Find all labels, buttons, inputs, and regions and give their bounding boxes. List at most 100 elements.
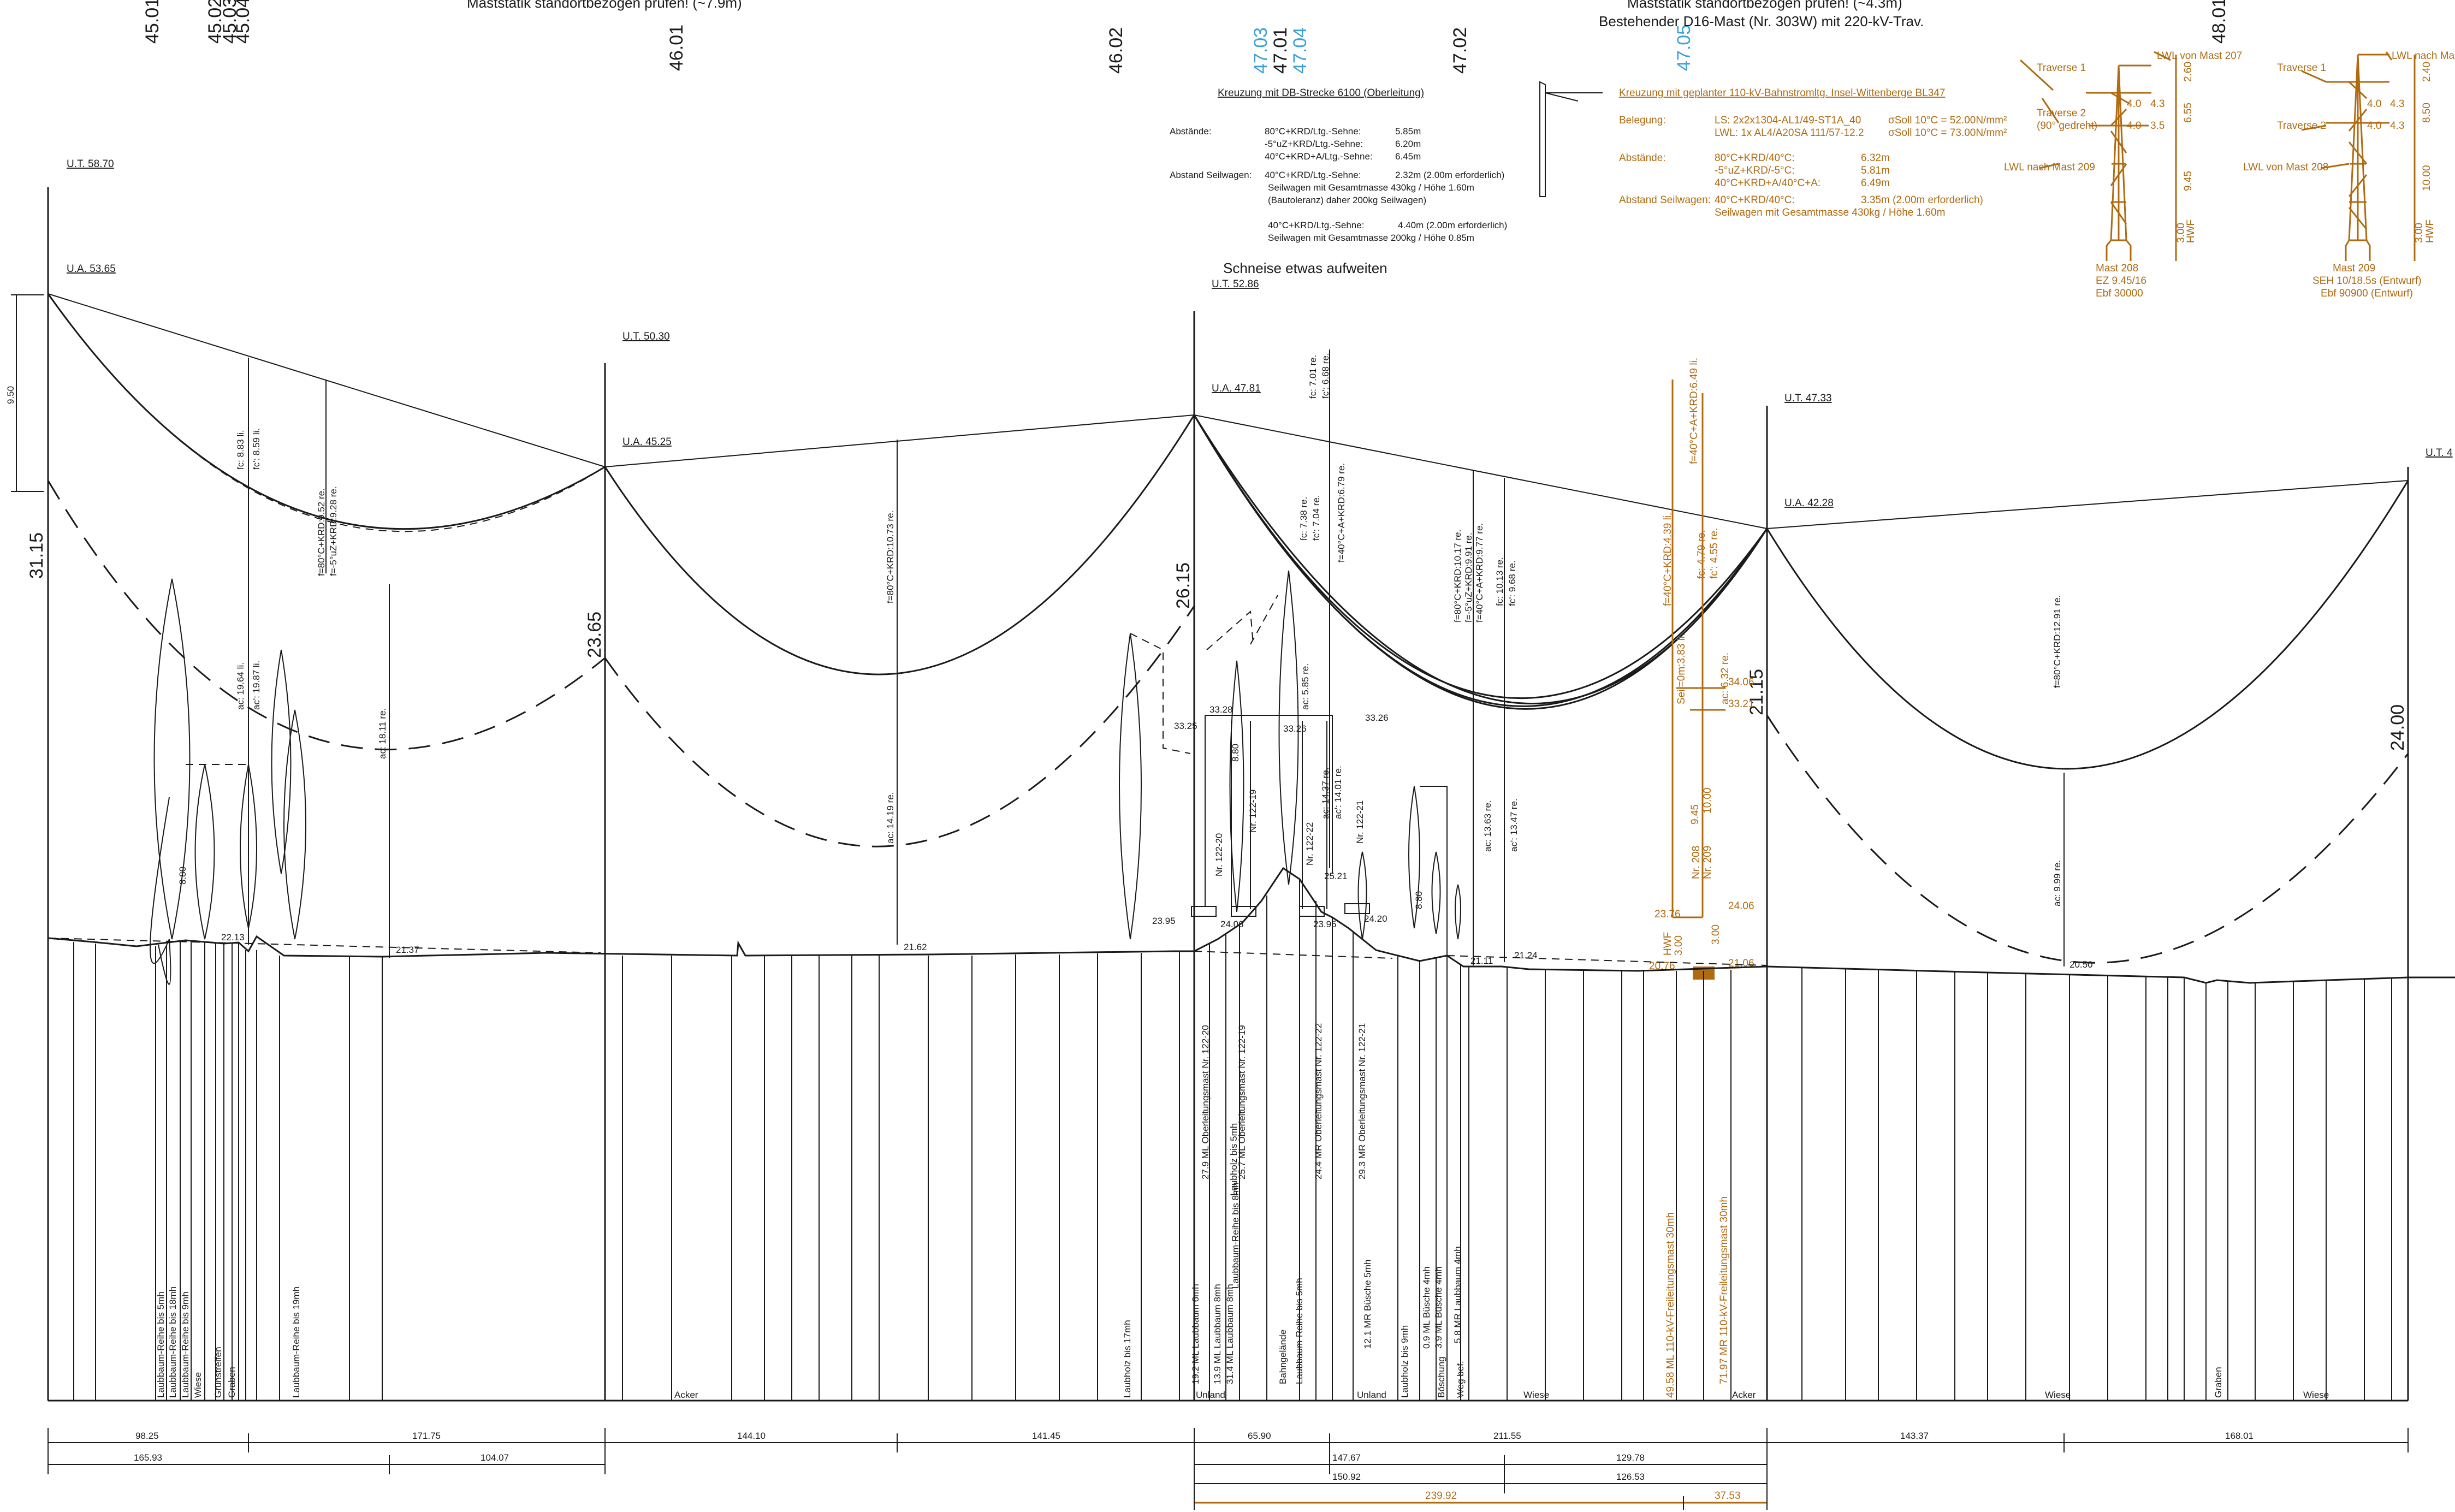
- station-label: 46.02: [1106, 27, 1126, 74]
- ground-object: Böschung: [1436, 1356, 1446, 1398]
- dim-value: 171.75: [412, 1431, 441, 1441]
- span-annotations: f=80°C+KRD:9.52 re. f=-5°uZ+KRD:9.28 re.…: [235, 353, 2062, 906]
- station-label: 47.02: [1450, 27, 1470, 74]
- ground-object: Wiese: [193, 1372, 203, 1398]
- mast-208-crossarms: [2086, 64, 2151, 127]
- station-label: 46.01: [666, 25, 687, 71]
- station-label: 45.02: [205, 0, 226, 44]
- tree: [283, 709, 306, 940]
- kv-dim: 9.45: [1689, 804, 1701, 825]
- db-seil-line: 40°C+KRD/Ltg.-Sehne:: [1268, 220, 1364, 230]
- mast-208-traverse-2-note: (90° gedreht): [2037, 120, 2097, 132]
- ground-object: Bahngelände: [1278, 1330, 1288, 1384]
- ground-object: Laubbaum-Reihe bis 19mh: [291, 1286, 301, 1398]
- dim-value: 126.53: [1616, 1472, 1645, 1482]
- tree: [194, 764, 215, 940]
- ground-object: 12.1 MR Büsche 5mh: [1362, 1260, 1373, 1349]
- kv-mast-line: [1671, 380, 1704, 918]
- conductor-curve: [604, 414, 1195, 675]
- mast-209-height: 10.00: [2421, 165, 2433, 191]
- ground-object: Laubholz bis 5mh: [1229, 1123, 1239, 1196]
- span-annotation: fc': 4.55 re.: [1709, 528, 1720, 579]
- note-existing-mast: Bestehender D16-Mast (Nr. 303W) mit 220-…: [1599, 13, 1924, 29]
- ground-object: Weg bef.: [1455, 1361, 1466, 1398]
- ground-object: Acker: [1732, 1390, 1756, 1400]
- dim-value: 37.53: [1715, 1490, 1741, 1502]
- dim-value: 129.78: [1616, 1452, 1645, 1463]
- mast-209-traverse-1: Traverse 1: [2277, 62, 2326, 74]
- ground-object: 19.2 ML Laubbaum 6mh: [1190, 1284, 1201, 1384]
- kv-dim: 34.06: [1728, 677, 1754, 688]
- mast-208-dim: 4.0: [2127, 98, 2141, 110]
- span-annotation: ac: 6.32 re.: [1719, 653, 1731, 704]
- note-statik-left: Maststatik standortbezogen prüfen! (~7.9…: [467, 0, 742, 11]
- pole-number: Nr. 122-20: [1214, 833, 1224, 876]
- kv-abst-value: 6.32m: [1861, 152, 1890, 164]
- mast-height-label: 26.15: [1173, 562, 1194, 609]
- mast-209-dim: 4.3: [2390, 98, 2404, 110]
- tree-frame: [1420, 786, 1448, 967]
- object-lines: [48, 879, 2408, 1402]
- span-annotation: f=80°C+KRD:12.91 re.: [2052, 595, 2062, 688]
- station-label: 48.01: [2209, 0, 2229, 44]
- span-annotation: ac: 5.85 re.: [1300, 663, 1310, 710]
- mast-height-label: 21.15: [1746, 669, 1767, 715]
- tree: [1431, 851, 1441, 934]
- span-annotation: ac: 18.11 re.: [377, 708, 388, 759]
- ground-object: Laubholz bis 9mh: [1400, 1325, 1410, 1398]
- crossing-height: 33.26: [1365, 713, 1389, 723]
- mast-209-dim: 4.0: [2367, 120, 2381, 132]
- conductor-sags: [47, 293, 2409, 770]
- kv-dim: Nr. 209: [1702, 846, 1713, 879]
- db-seil-value: 2.32m (2.00m erforderlich): [1395, 170, 1504, 180]
- chord-line: [604, 414, 1195, 467]
- span-annotation: f=-5°uZ+KRD:9.91 re.: [1463, 532, 1474, 622]
- ground-object: Wiese: [2303, 1390, 2329, 1400]
- measure-lines: [248, 349, 2065, 967]
- kv-crossing-note: Kreuzung mit geplanter 110-kV-Bahnstroml…: [1619, 87, 2007, 218]
- span-annotation: f=80°C+KRD:10.73 re.: [885, 511, 896, 603]
- mast-ua-label: U.A. 45.25: [622, 436, 672, 448]
- kv-belegung-line: LS: 2x2x1304-AL1/49-ST1A_40: [1715, 115, 1861, 126]
- tree-outline: [186, 595, 1278, 786]
- span-annotation: ac: 13.63 re.: [1483, 800, 1493, 852]
- mast-208-height: 6.55: [2183, 103, 2194, 123]
- ground-object: Laubbaum-Reihe bis 18mh: [168, 1286, 178, 1398]
- mast-209-crossarms: [2326, 54, 2389, 124]
- ground-height: 21.37: [396, 945, 419, 955]
- kv-mast-arm: [1676, 687, 1725, 711]
- tree: [150, 797, 171, 985]
- span-annotation: Seil=0m:3.83 li.: [1676, 633, 1687, 704]
- station-label: 45.01: [142, 0, 163, 44]
- kv-crossing-title: Kreuzung mit geplanter 110-kV-Bahnstroml…: [1619, 87, 1945, 99]
- span-annotation: fc: 7.01 re.: [1308, 355, 1318, 399]
- mast-208-hwf: HWF: [2185, 220, 2197, 243]
- kv-dim: 3.00: [1710, 924, 1722, 945]
- mast-dimension: 9.50: [5, 386, 16, 404]
- ground-object: Laubbaum-Reihe bis 5mh: [156, 1291, 166, 1398]
- rail-track: [1231, 906, 1256, 917]
- ground-object: 3.9 ML Büsche 4mh: [1433, 1266, 1444, 1349]
- db-crossing-title: Kreuzung mit DB-Strecke 6100 (Oberleitun…: [1218, 87, 1424, 99]
- mast-208-name: Mast 208: [2096, 263, 2138, 274]
- mast-208-dim: 3.5: [2150, 120, 2165, 132]
- mast-208-foot: [2106, 240, 2132, 261]
- mast-ua-label: U.A. 47.81: [1212, 383, 1261, 394]
- ground-object: Graben: [227, 1367, 237, 1398]
- mast-208-detail: Traverse 1 Traverse 2 (90° gedreht) LWL …: [2004, 50, 2242, 299]
- span-annotation: fc': 9.68 re.: [1507, 560, 1517, 606]
- mast-height-label: 31.15: [26, 532, 47, 579]
- station-label: 45.03: [220, 0, 240, 44]
- trees: 8.80 8.80 8.80: [150, 570, 1461, 985]
- crossing-height: 33.25: [1174, 721, 1197, 731]
- span-annotation: ac': 13.47 re.: [1509, 798, 1519, 852]
- station-label: 45.04: [233, 0, 253, 44]
- tree: [1408, 786, 1420, 929]
- ground-object: Unland: [1196, 1390, 1225, 1400]
- dimension-rows: 98.25 171.75 144.10 141.45 65.90 211.55 …: [48, 1428, 2409, 1510]
- dim-ticks: [48, 1428, 2409, 1510]
- db-seil-line: Seilwagen mit Gesamtmasse 430kg / Höhe 1…: [1268, 182, 1474, 193]
- span-annotation: f=40°C+A+KRD:6.49 li.: [1688, 358, 1700, 464]
- span-annotation: fc': 6.68 re.: [1320, 353, 1331, 399]
